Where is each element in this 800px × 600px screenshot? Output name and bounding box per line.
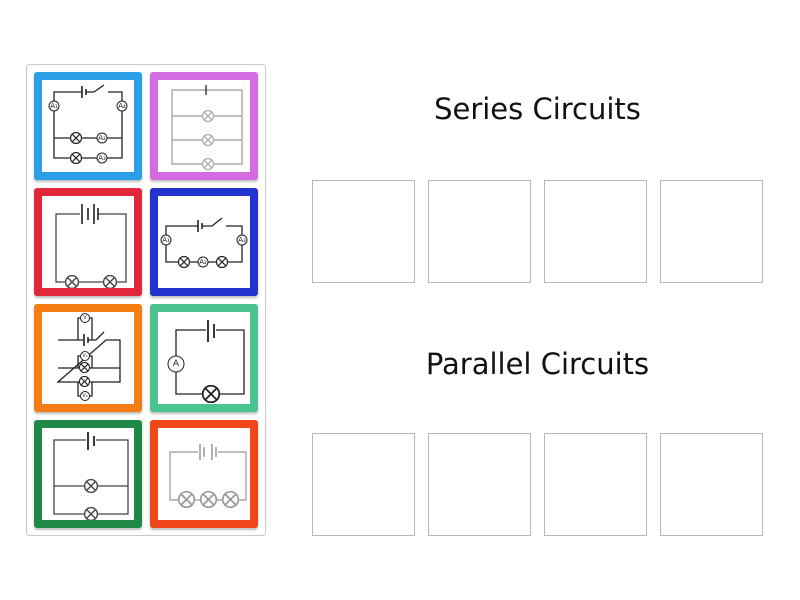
circuit-diagram [53,432,129,520]
circuit-diagram: A [167,320,245,403]
group-title-parallel: Parallel Circuits [425,347,650,381]
circuit-diagram: V V₁ V₂ [56,313,121,401]
drop-slot-parallel-2[interactable] [428,433,531,536]
ammeter-icon: A₃ [96,152,108,164]
ammeter-icon: A₁ [160,234,172,246]
svg-text:A₄: A₄ [118,102,126,110]
svg-text:V: V [83,315,87,321]
svg-text:A₃: A₃ [98,154,106,162]
card-tray [26,64,266,536]
drop-slot-parallel-4[interactable] [660,433,763,536]
ammeter-icon: A₁ [48,100,60,112]
svg-text:V₂: V₂ [82,393,87,399]
circuit-diagram [169,444,247,508]
drop-slot-series-1[interactable] [312,180,415,283]
voltmeter-icon: V₂ [80,391,90,401]
circuit-diagram [171,85,243,170]
drop-slot-series-3[interactable] [544,180,647,283]
circuit-card-1[interactable]: A₁ A₄ A₂ A₃ [34,72,142,180]
ammeter-icon: A₂ [96,132,108,144]
circuit-card-8[interactable] [150,420,258,528]
circuit-diagram: A₁ A₄ A₂ A₃ [48,84,128,164]
circuit-card-3[interactable] [34,188,142,296]
circuit-card-5[interactable]: V V₁ V₂ [34,304,142,412]
voltmeter-icon: V₁ [80,351,90,361]
drop-slot-parallel-1[interactable] [312,433,415,536]
svg-text:A₁: A₁ [162,236,170,244]
svg-text:V₁: V₁ [82,353,87,359]
svg-text:A₂: A₂ [98,134,106,142]
svg-text:A₂: A₂ [199,258,207,266]
svg-text:A₁: A₁ [50,102,58,110]
drop-slot-parallel-3[interactable] [544,433,647,536]
circuit-card-7[interactable] [34,420,142,528]
circuit-card-6[interactable]: A [150,304,258,412]
svg-text:A₃: A₃ [238,236,246,244]
ammeter-icon: A [167,355,185,373]
ammeter-icon: A₂ [197,256,209,268]
circuit-card-2[interactable] [150,72,258,180]
circuit-diagram [55,204,127,288]
drop-slot-series-4[interactable] [660,180,763,283]
circuit-diagram: A₁ A₃ A₂ [160,217,248,268]
svg-text:A: A [173,359,180,369]
ammeter-icon: A₄ [116,100,128,112]
group-title-series: Series Circuits [434,92,641,126]
ammeter-icon: A₃ [236,234,248,246]
drop-slot-series-2[interactable] [428,180,531,283]
voltmeter-icon: V [80,313,90,323]
circuit-card-4[interactable]: A₁ A₃ A₂ [150,188,258,296]
